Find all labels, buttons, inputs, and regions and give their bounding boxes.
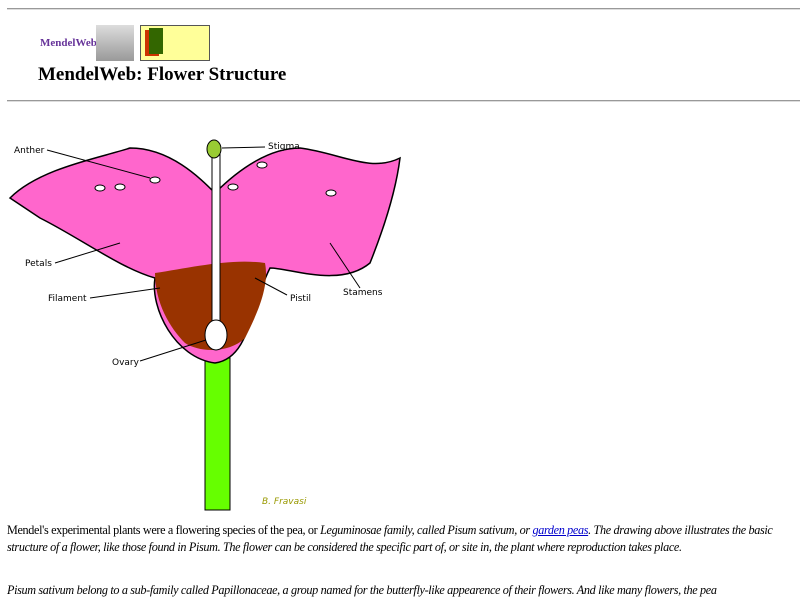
p1-italic: Leguminosae family, called Pisum sativum… (320, 523, 533, 537)
mendelweb-brand-link[interactable]: MendelWeb (40, 37, 97, 49)
p2-text: Pisum sativum belong to a sub-family cal… (7, 583, 717, 597)
ovary (204, 319, 228, 351)
papillonaceae-paragraph: Pisum sativum belong to a sub-family cal… (7, 582, 798, 599)
stigma (206, 139, 222, 159)
intro-paragraph: Mendel's experimental plants were a flow… (7, 522, 798, 556)
pistil-base (155, 261, 266, 350)
label-petals: Petals (25, 259, 52, 269)
page-title: MendelWeb: Flower Structure (38, 64, 287, 85)
label-pistil: Pistil (290, 294, 311, 304)
petals (8, 147, 401, 364)
garden-peas-link[interactable]: garden peas (532, 523, 589, 537)
mendelweb-logo-image[interactable] (140, 25, 210, 61)
p1-italic-rest: . The drawing above illustrates the basi… (7, 523, 773, 554)
stem (204, 357, 231, 511)
artist-signature: B. Fravasi (262, 497, 307, 507)
label-stigma: Stigma (268, 142, 300, 152)
p1-text: Mendel's experimental plants were a flow… (7, 523, 321, 537)
flower-diagram: Anther Stigma Petals Filament Pistil Sta… (8, 139, 401, 511)
label-anther: Anther (14, 146, 45, 156)
label-stamens: Stamens (343, 288, 383, 298)
label-ovary: Ovary (112, 358, 140, 368)
mendel-portrait-image[interactable] (96, 25, 134, 61)
style (211, 152, 221, 329)
label-filament: Filament (48, 294, 87, 304)
